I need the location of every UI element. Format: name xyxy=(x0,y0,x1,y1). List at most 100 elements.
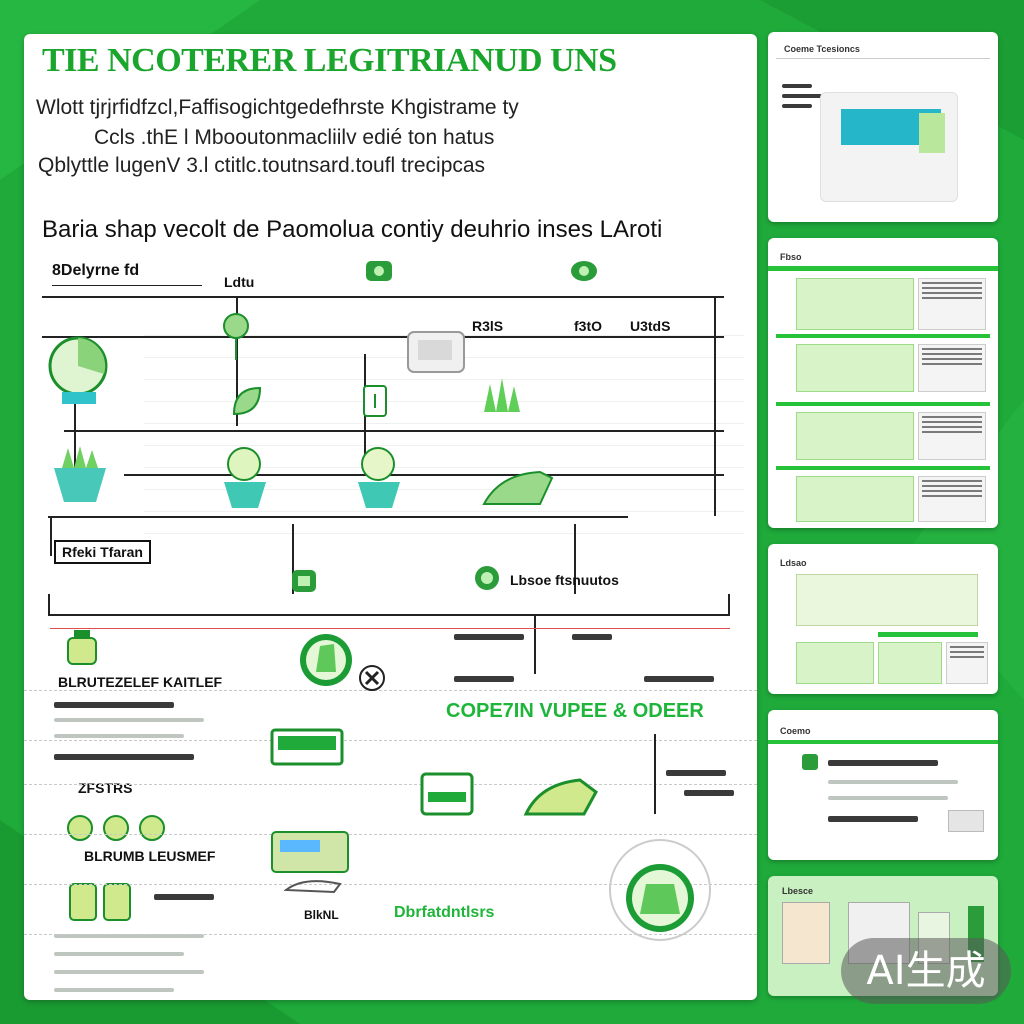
upper-tag-1: Ldtu xyxy=(224,274,255,290)
leaf-icon xyxy=(232,386,262,416)
text-line xyxy=(54,702,174,708)
intro-line-1: Wlott tjrjrfidfzcl,Faffisogichtgedefhrst… xyxy=(36,96,519,119)
shoe-icon xyxy=(482,470,554,505)
lower-tag: Lbsoe ftsnuutos xyxy=(510,572,619,588)
text-line xyxy=(572,634,612,640)
card-mini-table xyxy=(918,344,986,392)
big-target-icon xyxy=(609,839,711,941)
preview-card-2[interactable]: Fbso xyxy=(768,238,998,528)
dashed-divider xyxy=(24,784,757,785)
card-status-icon xyxy=(802,754,818,770)
preview-card-3[interactable]: Ldsao xyxy=(768,544,998,694)
text-line xyxy=(644,676,714,682)
flow-line-lower xyxy=(124,474,724,476)
text-line xyxy=(666,770,726,776)
text-line xyxy=(54,952,184,956)
card-divider xyxy=(776,58,990,59)
flow-line-base xyxy=(48,516,628,518)
card-tab-label: Coeme Tcesioncs xyxy=(784,44,860,54)
flow-line-stem-1 xyxy=(236,296,238,426)
section-heading: Baria shap vecolt de Paomolua contiy deu… xyxy=(42,216,663,243)
printer-icon xyxy=(270,728,344,766)
text-line xyxy=(782,104,812,108)
text-line xyxy=(828,780,958,784)
node-label-2: ZFSTRS xyxy=(78,780,133,796)
card-row-bar xyxy=(776,334,990,338)
text-line xyxy=(54,934,204,938)
chip-icon-4 xyxy=(475,566,499,590)
bowl-icon-3 xyxy=(358,447,400,508)
legend-label: 8Delyrne fd xyxy=(52,262,140,279)
dashed-divider xyxy=(24,884,757,885)
text-line xyxy=(54,970,204,974)
card-mini-table xyxy=(918,412,986,460)
page-title: TIE NCOTERER LEGITRIANUD UNS xyxy=(42,42,617,79)
battery-icon xyxy=(69,883,131,921)
text-line xyxy=(828,796,948,800)
card-tab-label: Fbso xyxy=(780,252,802,262)
node-label-3: BLRUMB LEUSMEF xyxy=(84,848,216,864)
flow-line-middle xyxy=(64,430,724,432)
dashed-divider xyxy=(24,934,757,935)
card-row xyxy=(796,344,914,392)
upper-tag-2: R3lS xyxy=(472,318,504,334)
ai-generated-badge: AI生成 xyxy=(841,938,1011,1004)
text-line xyxy=(828,816,918,822)
card-thumb xyxy=(782,902,830,964)
card-row xyxy=(796,278,914,330)
truck-icon xyxy=(284,880,342,894)
intro-line-2: Ccls .thE l Mbooutonmacliilv edié ton ha… xyxy=(94,126,495,149)
intro-line-3: Qblyttle lugenV 3.l ctitlc.toutnsard.tou… xyxy=(38,154,486,177)
text-line xyxy=(54,718,204,722)
text-line xyxy=(54,754,194,760)
text-line xyxy=(828,760,938,766)
text-line xyxy=(782,84,812,88)
device-icon xyxy=(407,331,465,373)
dashed-divider xyxy=(24,690,757,691)
chip-icon-1 xyxy=(366,261,392,281)
main-infographic-panel: TIE NCOTERER LEGITRIANUD UNS Wlott tjrjr… xyxy=(24,34,757,1000)
card-row xyxy=(796,412,914,460)
green-section-label: COPE7IN VUPEE & ODEER xyxy=(446,700,704,722)
preview-card-4[interactable]: Coemo xyxy=(768,710,998,860)
text-line xyxy=(154,894,214,900)
lower-stem-2 xyxy=(292,524,294,594)
card-button[interactable] xyxy=(948,810,984,832)
card-tab-label: Coemo xyxy=(780,726,811,736)
legend-underline xyxy=(52,285,202,286)
dashed-divider xyxy=(24,834,757,835)
lower-flow-line xyxy=(48,614,730,616)
card-tab-label: Ldsao xyxy=(780,558,807,568)
flow-line-upper xyxy=(42,336,724,338)
lower-left-tick xyxy=(48,594,50,616)
card-row xyxy=(878,642,942,684)
node-label-5: Dbrfatdntlsrs xyxy=(394,904,495,921)
monitor-icon xyxy=(271,831,349,873)
bottle-icon xyxy=(67,630,97,665)
flow-line-stem-3 xyxy=(74,364,76,484)
right-stem xyxy=(654,734,656,814)
text-line xyxy=(684,790,734,796)
lower-mid-stem xyxy=(534,614,536,674)
dashed-divider xyxy=(24,740,757,741)
card-preview-frame xyxy=(820,92,958,202)
lower-red-rule xyxy=(50,628,730,629)
group-icon xyxy=(67,815,165,841)
flow-line-top xyxy=(42,296,724,298)
text-line xyxy=(54,734,184,738)
chip-icon-3 xyxy=(292,570,316,592)
lower-heading: Rfeki Tfaran xyxy=(54,540,151,564)
flow-line-right xyxy=(714,296,716,516)
flask-icon xyxy=(363,385,387,417)
text-line xyxy=(782,94,822,98)
text-line xyxy=(454,676,514,682)
upper-tag-4: U3tdS xyxy=(630,318,671,334)
card-row-bar xyxy=(776,402,990,406)
card-mini-table xyxy=(918,278,986,330)
chip-icon-2 xyxy=(571,261,597,281)
plant-icon xyxy=(223,313,249,360)
preview-card-1[interactable]: Coeme Tcesioncs xyxy=(768,32,998,222)
node-label-1: BLRUTEZELEF KAITLEF xyxy=(58,674,223,690)
grass-icon xyxy=(484,378,520,412)
card-row xyxy=(796,476,914,522)
